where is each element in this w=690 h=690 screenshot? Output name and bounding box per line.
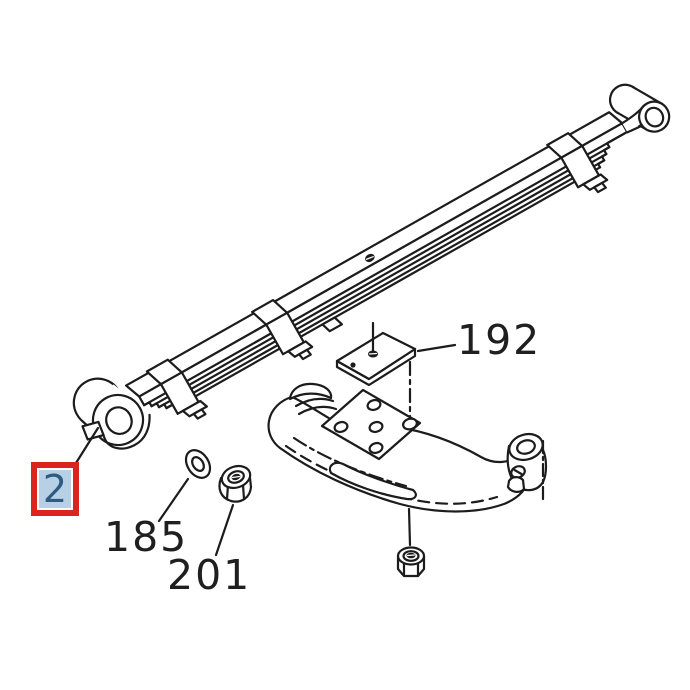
callout-part-2-selected[interactable]: 2 [31, 462, 79, 516]
bracket-hole [368, 420, 384, 434]
spring-clip-middle [251, 298, 314, 361]
bracket-hole [333, 420, 349, 434]
spring-eye-rear-bushing-hole [105, 406, 133, 435]
leader-line-2 [74, 426, 100, 465]
bracket-hole [368, 441, 384, 455]
spring-eye-wrap-strap [102, 413, 151, 450]
spring-clip-rear [145, 358, 208, 420]
spring-clip-front [546, 132, 609, 194]
bracket-hole [366, 398, 382, 412]
bracket-slot [328, 461, 417, 501]
leader-line-201 [214, 503, 235, 557]
spring-eye-wrap-tab [81, 420, 105, 441]
bolt-stem-line [407, 507, 412, 547]
leader-line-185 [157, 477, 190, 523]
callout-part-201[interactable]: 201 [167, 551, 252, 599]
leader-line-192 [416, 343, 457, 353]
leaf-spring [72, 83, 671, 450]
bracket-hex-nut [396, 546, 426, 578]
spring-mounting-bracket [267, 382, 548, 547]
seat-plate-hole [350, 362, 356, 368]
spring-seat-plate [335, 321, 417, 420]
bracket-bolt-hole [402, 417, 418, 431]
bracket-arm-crest [288, 382, 333, 401]
callout-part-2-number: 2 [42, 467, 68, 511]
washer [184, 449, 212, 479]
flange-nut [218, 464, 253, 503]
callout-part-192[interactable]: 192 [457, 316, 542, 364]
leaf-clip-tab [321, 316, 344, 333]
callout-part-185[interactable]: 185 [104, 513, 189, 561]
bracket-boss-hole [516, 439, 536, 455]
spring-eye-front-bushing-hole [644, 106, 665, 128]
